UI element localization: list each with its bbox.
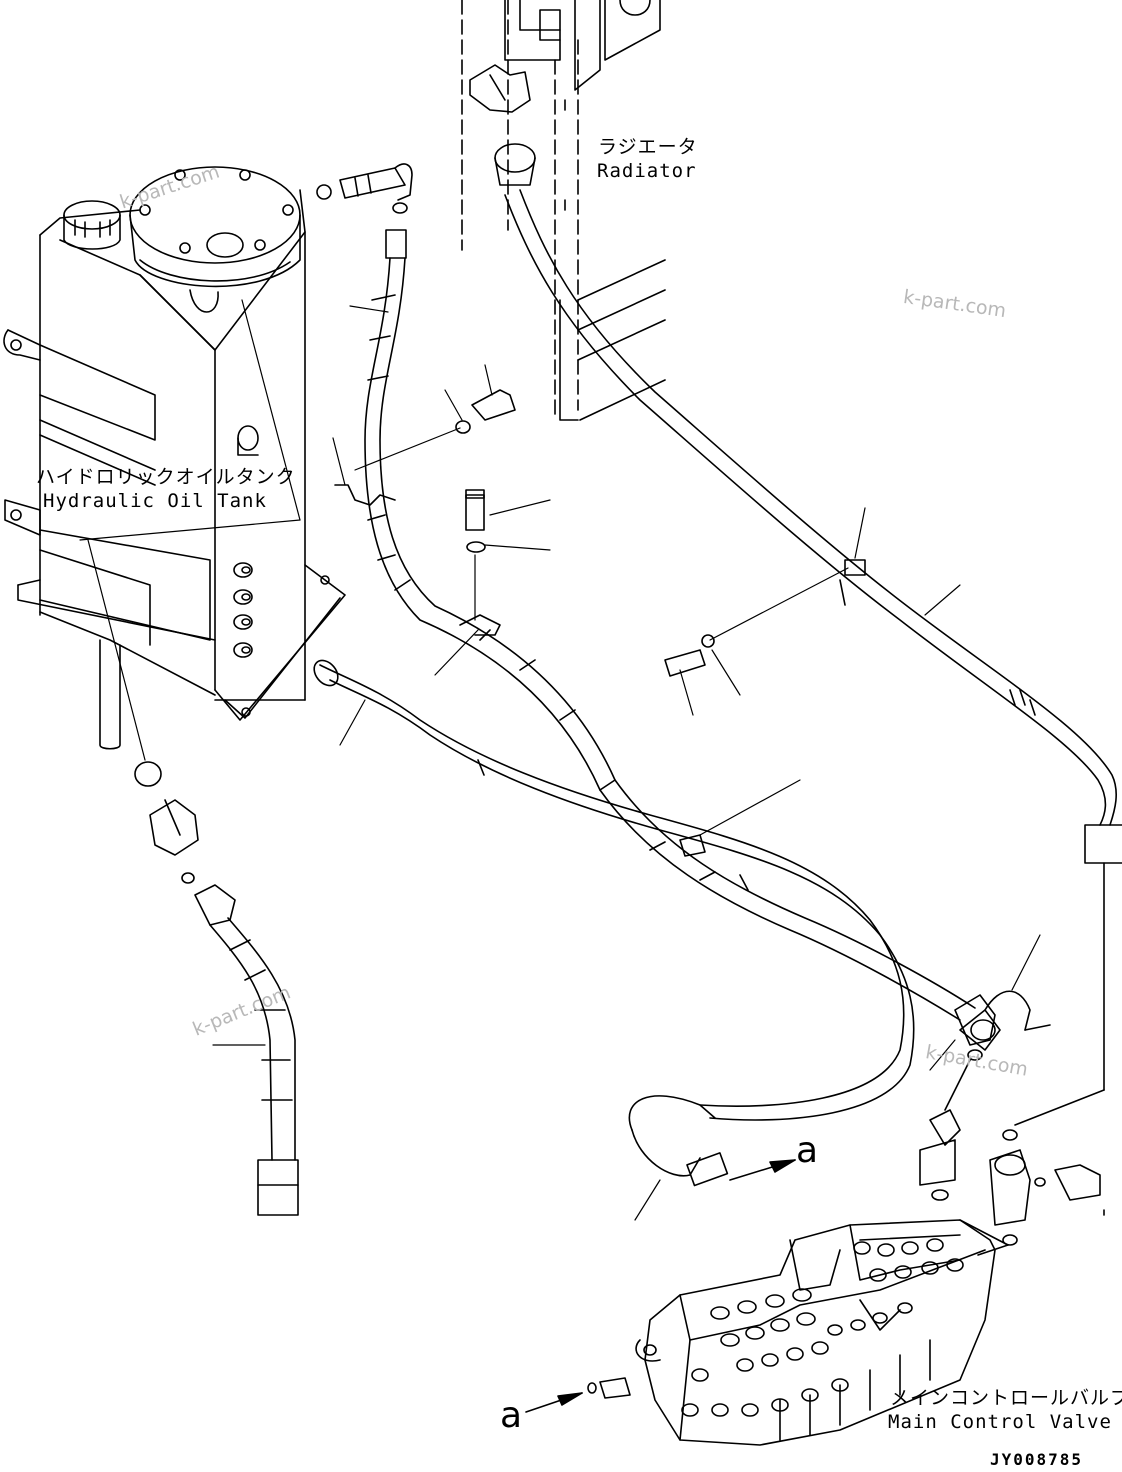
return-filter-housing xyxy=(129,166,301,313)
valve-inlet-fittings xyxy=(919,990,1105,1256)
hydraulic-oil-tank xyxy=(3,189,346,750)
valve-ports xyxy=(681,1238,964,1417)
bolts-washers xyxy=(455,389,715,677)
main-control-valve xyxy=(587,1219,996,1446)
radiator-label-en: Radiator xyxy=(597,160,697,182)
ref-a-lower: a xyxy=(500,1395,523,1436)
hose-junction-elbow xyxy=(954,994,1051,1046)
radiator-body xyxy=(504,0,666,421)
radiator-outlet-elbow xyxy=(469,64,536,186)
valve-label-en: Main Control Valve xyxy=(888,1411,1112,1433)
tank-label-en: Hydraulic Oil Tank xyxy=(43,490,267,512)
suction-hose xyxy=(134,761,299,1216)
drawing-code: JY008785 xyxy=(990,1450,1084,1469)
tank-filler-cap xyxy=(63,200,121,250)
tank-label-jp: ハイドロリックオイルタンク xyxy=(36,466,296,488)
ref-a-upper: a xyxy=(796,1130,819,1171)
valve-label-jp: メインコントロールバルブ xyxy=(890,1387,1122,1409)
leader-lines xyxy=(79,299,1041,1221)
radiator-return-hose xyxy=(504,189,1122,1091)
tank-port-fittings xyxy=(233,562,253,658)
radiator-frame xyxy=(461,0,579,421)
filter-outlet-elbow xyxy=(316,163,413,214)
radiator-label-jp: ラジエータ xyxy=(598,136,698,158)
tank-return-hose-spiral xyxy=(364,229,976,1021)
tank-to-valve-hose xyxy=(313,659,915,1187)
ref-arrows xyxy=(525,1159,796,1413)
